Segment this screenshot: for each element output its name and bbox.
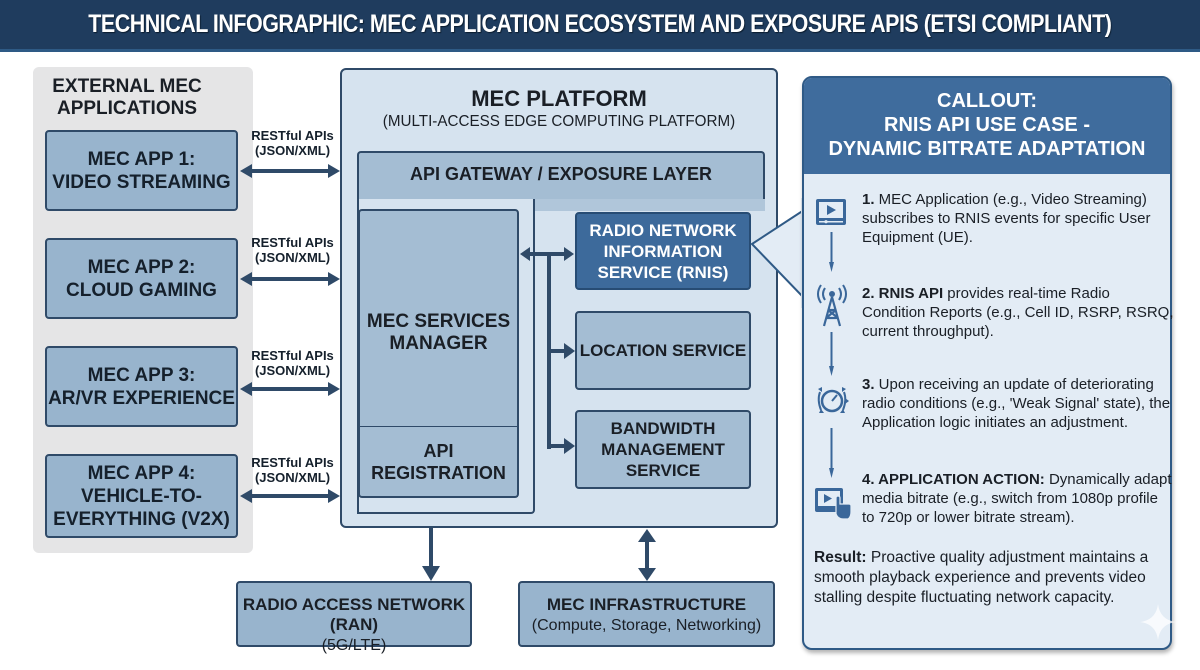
bandwidth-label: MANAGEMENT <box>601 440 725 459</box>
gauge-adjust-icon <box>817 387 849 413</box>
callout-title: CALLOUT: RNIS API USE CASE - DYNAMIC BIT… <box>802 89 1172 161</box>
bandwidth-label: BANDWIDTH <box>610 419 716 438</box>
result-label: Result: <box>814 549 867 566</box>
bandwidth-label: SERVICE <box>625 461 701 480</box>
callout-step-4: 4. APPLICATION ACTION: Dynamically adapt… <box>862 470 1174 527</box>
step-text: Upon receiving an update of deterioratin… <box>862 376 1171 431</box>
bidirectional-arrow-icon <box>240 164 340 178</box>
mec-app-4-box: MEC APP 4:VEHICLE-TO-EVERYTHING (V2X) <box>45 454 238 538</box>
services-manager-label: MANAGER <box>389 333 488 354</box>
api-label-line: RESTful APIs <box>251 455 334 470</box>
video-player-icon <box>816 199 846 225</box>
callout-result: Result: Proactive quality adjustment mai… <box>814 548 1154 608</box>
rnis-label: INFORMATION <box>603 241 723 261</box>
ran-box: RADIO ACCESS NETWORK (RAN) (5G/LTE) <box>236 581 472 654</box>
callout-panel <box>802 76 1172 650</box>
sparkle-icon <box>1140 604 1176 640</box>
step-heading: 4. APPLICATION ACTION: <box>862 471 1045 488</box>
app-label: EVERYTHING (V2X) <box>53 508 230 530</box>
mec-infrastructure-box: MEC INFRASTRUCTURE (Compute, Storage, Ne… <box>518 581 775 647</box>
heading-line: EXTERNAL MEC <box>52 76 202 97</box>
title-bar: TECHNICAL INFOGRAPHIC: MEC APPLICATION E… <box>0 0 1200 52</box>
app-label: MEC APP 2: <box>87 256 196 278</box>
callout-title-line: RNIS API USE CASE - <box>884 114 1090 136</box>
bidirectional-arrow-icon <box>240 272 340 286</box>
api-label-line: (JSON/XML) <box>254 470 331 485</box>
flow-line <box>829 232 834 272</box>
app-label: MEC APP 4: <box>87 462 196 484</box>
api-registration-label: REGISTRATION <box>371 462 506 483</box>
restful-api-label: RESTful APIs(JSON/XML) <box>250 128 335 158</box>
api-label-line: RESTful APIs <box>251 128 334 143</box>
services-manager-label: MEC SERVICES <box>366 311 511 332</box>
step-number: 1. <box>862 191 875 208</box>
restful-api-label: RESTful APIs(JSON/XML) <box>250 348 335 378</box>
bandwidth-arrow <box>549 438 575 454</box>
api-label-line: (JSON/XML) <box>254 250 331 265</box>
callout-step-1: 1. MEC Application (e.g., Video Streamin… <box>862 190 1174 247</box>
mec-app-3-box: MEC APP 3:AR/VR EXPERIENCE <box>45 346 238 427</box>
location-service-label: LOCATION SERVICE <box>579 341 747 360</box>
heading-line: APPLICATIONS <box>56 98 198 119</box>
app-label: VEHICLE-TO- <box>80 485 203 507</box>
callout-step-3: 3. Upon receiving an update of deteriora… <box>862 375 1174 432</box>
restful-api-label: RESTful APIs(JSON/XML) <box>250 455 335 485</box>
api-label-line: RESTful APIs <box>251 235 334 250</box>
location-arrow <box>549 343 575 359</box>
callout-title-line: CALLOUT: <box>937 90 1037 112</box>
rnis-label: SERVICE (RNIS) <box>597 262 729 282</box>
callout-title-line: DYNAMIC BITRATE ADAPTATION <box>828 138 1146 160</box>
external-apps-heading: EXTERNAL MEC APPLICATIONS <box>33 76 221 120</box>
bidirectional-arrow-icon <box>240 382 340 396</box>
app-label: MEC APP 1: <box>87 148 196 170</box>
callout-header <box>804 78 1170 174</box>
mec-platform-subtitle: (MULTI-ACCESS EDGE COMPUTING PLATFORM) <box>382 113 736 130</box>
mec-app-1-box: MEC APP 1:VIDEO STREAMING <box>45 130 238 211</box>
mec-platform-title: MEC PLATFORM <box>471 86 647 111</box>
step-text: MEC Application (e.g., Video Streaming) … <box>862 191 1151 246</box>
step-text: Dynamically adapt media bitrate (e.g., s… <box>862 471 1172 526</box>
step-text: provides real-time Radio Condition Repor… <box>862 285 1174 340</box>
infra-subtitle: (Compute, Storage, Networking) <box>531 617 762 634</box>
app-label: AR/VR EXPERIENCE <box>48 387 235 409</box>
api-registration-label: API <box>423 440 454 461</box>
service-connector-arrows <box>520 247 575 454</box>
flow-line <box>829 332 834 376</box>
api-label-line: RESTful APIs <box>251 348 334 363</box>
down-arrow-icon <box>422 528 440 581</box>
result-text: Proactive quality adjustment maintains a… <box>814 549 1149 606</box>
ran-title: RADIO ACCESS NETWORK (RAN) <box>242 595 466 634</box>
app-label: VIDEO STREAMING <box>52 171 231 193</box>
mec-app-2-box: MEC APP 2:CLOUD GAMING <box>45 238 238 319</box>
step-heading: 2. RNIS API <box>862 285 944 302</box>
flow-line <box>829 428 834 478</box>
app-label: MEC APP 3: <box>87 364 196 386</box>
location-service-box: LOCATION SERVICE <box>575 311 751 390</box>
page-title: TECHNICAL INFOGRAPHIC: MEC APPLICATION E… <box>88 10 1112 38</box>
api-gateway-label: API GATEWAY / EXPOSURE LAYER <box>409 164 713 184</box>
step-number: 3. <box>862 376 875 393</box>
bandwidth-management-box: BANDWIDTH MANAGEMENT SERVICE <box>575 410 751 489</box>
ran-subtitle: (5G/LTE) <box>321 637 387 654</box>
callout-step-2: 2. RNIS API provides real-time Radio Con… <box>862 284 1174 341</box>
api-label-line: (JSON/XML) <box>254 143 331 158</box>
bidirectional-vertical-arrow-icon <box>638 529 656 581</box>
video-touch-icon <box>815 488 852 520</box>
api-gateway-layer <box>357 151 765 199</box>
restful-api-label: RESTful APIs(JSON/XML) <box>250 235 335 265</box>
rnis-label: RADIO NETWORK <box>589 220 737 240</box>
radio-tower-icon <box>817 284 847 327</box>
infra-title: MEC INFRASTRUCTURE <box>546 595 747 614</box>
bidirectional-arrow-icon <box>240 489 340 503</box>
app-label: CLOUD GAMING <box>66 279 217 301</box>
gateway-extension <box>535 199 765 211</box>
api-label-line: (JSON/XML) <box>254 363 331 378</box>
